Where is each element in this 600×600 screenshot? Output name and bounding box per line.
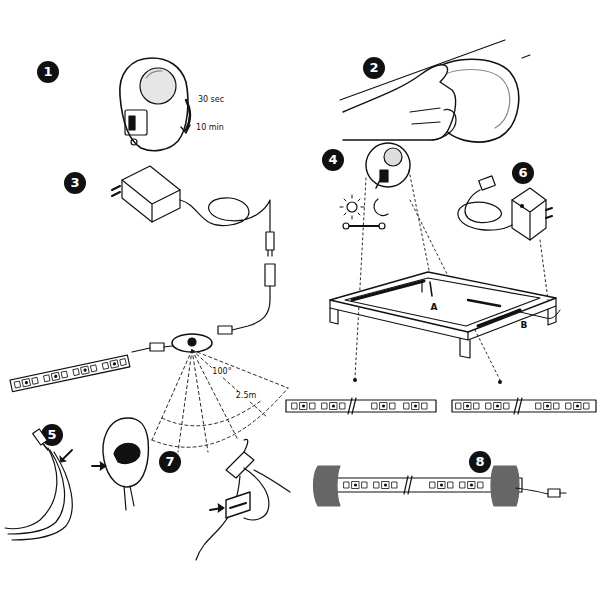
point-label: A bbox=[430, 303, 439, 313]
callout-number: 4 bbox=[328, 153, 337, 167]
range-label: 2.5m bbox=[235, 392, 258, 401]
time-label: 10 min bbox=[196, 124, 224, 133]
callout-number: 1 bbox=[43, 65, 52, 79]
callout-number: 3 bbox=[70, 176, 79, 190]
callout-number: 2 bbox=[369, 61, 378, 75]
point-label: B bbox=[520, 321, 529, 331]
callout-number: 5 bbox=[47, 428, 56, 442]
callout-number: 7 bbox=[165, 455, 174, 469]
time-label: 30 sec bbox=[198, 96, 224, 105]
angle-label: 100° bbox=[211, 368, 232, 377]
callout-number: 8 bbox=[475, 455, 484, 469]
callout-number: 6 bbox=[518, 166, 527, 180]
